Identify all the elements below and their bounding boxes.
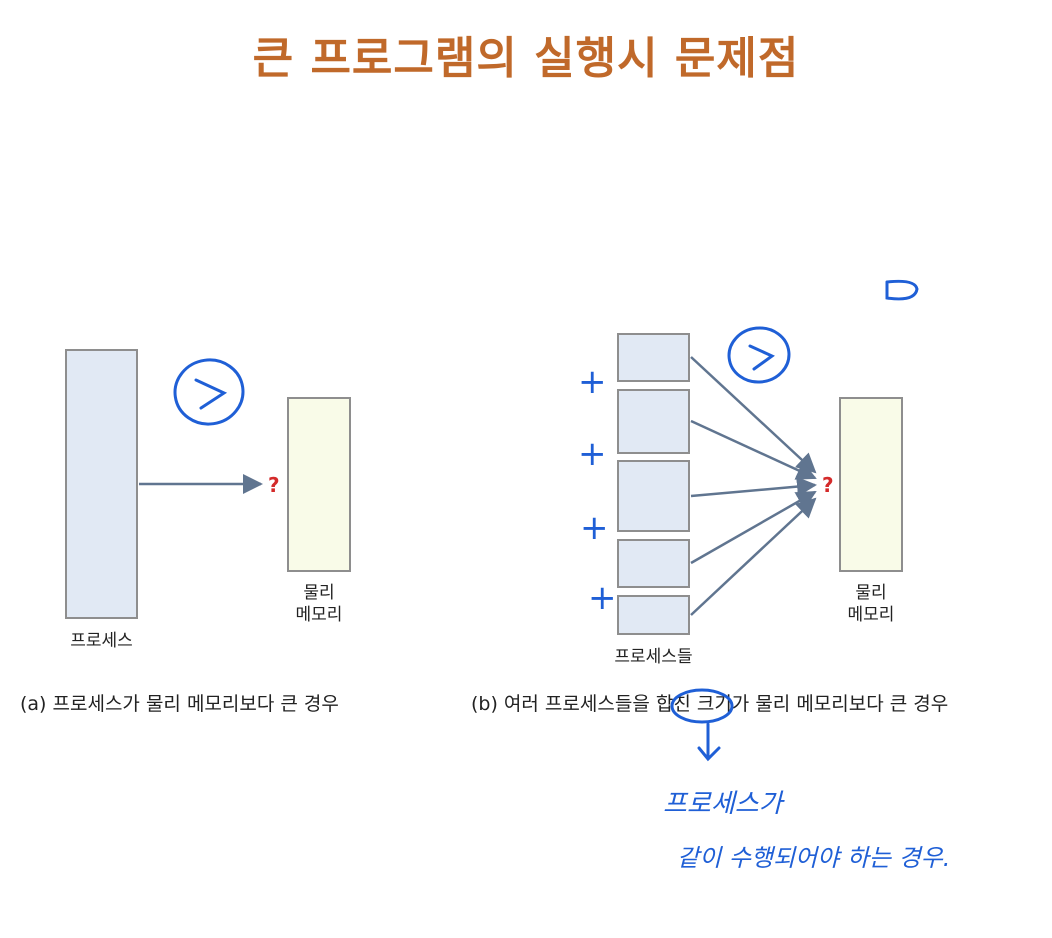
arrow-2 <box>690 419 817 480</box>
plus-sign-3: + <box>580 508 609 548</box>
circled-greater-than-mark-a <box>173 358 245 426</box>
memory-label-line2: 메모리 <box>295 605 343 625</box>
physical-memory-block-a <box>287 397 351 572</box>
process-label: 프로세스 <box>70 631 133 651</box>
physical-memory-block-b <box>839 397 903 572</box>
process-block-1 <box>617 333 690 382</box>
question-mark: ? <box>268 473 280 497</box>
circled-greater-than-mark-b <box>727 326 791 384</box>
memory-label-line1: 물리 <box>303 583 335 603</box>
physical-memory-label-a: 물리 메모리 <box>272 582 366 626</box>
plus-sign-1: + <box>578 362 607 402</box>
process-block-2 <box>617 389 690 454</box>
d-shape-scribble <box>885 279 919 301</box>
arrow-3 <box>690 476 817 498</box>
handwritten-note-line2: 같이 수행되어야 하는 경우. <box>677 844 951 872</box>
physical-memory-label-b: 물리 메모리 <box>824 582 918 626</box>
page-title: 큰 프로그램의 실행시 문제점 <box>252 33 800 84</box>
handwritten-note-line1: 프로세스가 <box>663 789 783 819</box>
arrow-1 <box>690 356 817 474</box>
caption-b: (b) 여러 프로세스들을 합친 크기가 물리 메모리보다 큰 경우 <box>471 693 949 715</box>
process-block-4 <box>617 539 690 588</box>
plus-sign-4: + <box>588 578 617 618</box>
process-block-3 <box>617 460 690 532</box>
plus-sign-2: + <box>578 434 607 474</box>
memory-label-line1: 물리 <box>855 583 887 603</box>
down-arrow-annotation <box>697 722 721 762</box>
arrow-4 <box>690 490 817 565</box>
caption-a: (a) 프로세스가 물리 메모리보다 큰 경우 <box>20 693 339 715</box>
question-mark: ? <box>822 473 834 497</box>
large-process-block <box>65 349 138 619</box>
circle-highlight <box>670 688 734 724</box>
arrow-5 <box>690 497 817 616</box>
memory-label-line2: 메모리 <box>847 605 895 625</box>
processes-label: 프로세스들 <box>614 647 693 667</box>
process-block-5 <box>617 595 690 635</box>
